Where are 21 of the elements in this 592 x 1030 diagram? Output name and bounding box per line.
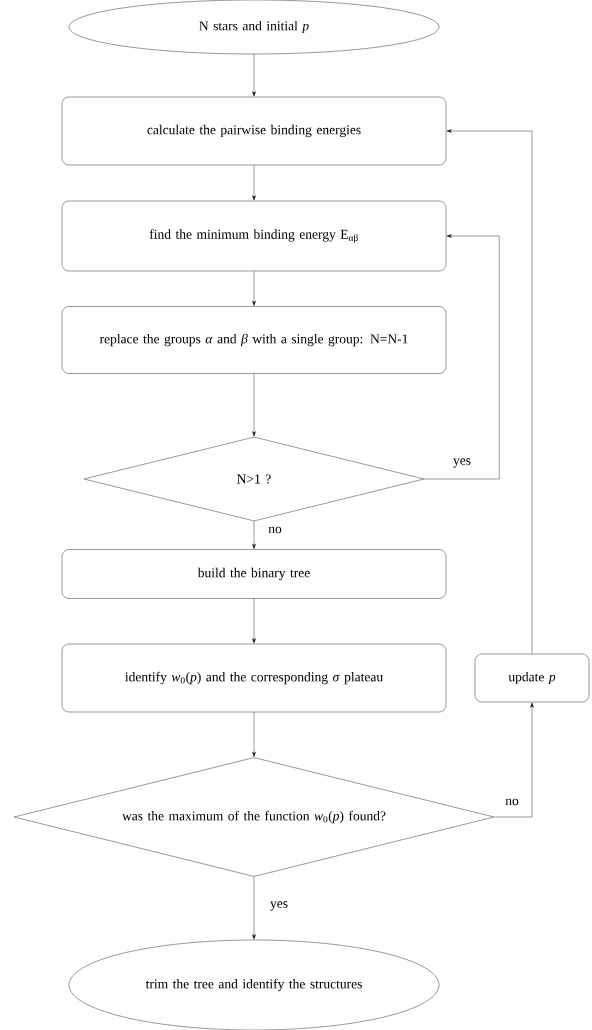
process-box: replace the groups α and β with a single group: N=N-1 <box>61 306 447 374</box>
process-box: identify w$_{0}$(p) and the corresponding σ plateau <box>61 643 447 713</box>
arrow <box>252 54 256 97</box>
process-box: find the minimum binding energy E$_{αβ}$ <box>61 200 447 272</box>
arrow <box>252 521 256 549</box>
edge-label: yes <box>452 457 472 469</box>
arrow <box>252 165 256 201</box>
edge-label: no <box>267 525 283 535</box>
arrow <box>424 234 500 480</box>
arrow <box>252 373 256 437</box>
process-box: calculate the pairwise binding energies <box>61 96 447 166</box>
process-box: update p <box>474 653 590 703</box>
arrow <box>252 712 256 757</box>
process-box: build the binary tree <box>61 549 447 599</box>
arrow <box>252 271 256 306</box>
arrow <box>252 876 256 940</box>
arrow <box>252 598 256 644</box>
arrow <box>446 129 533 654</box>
edge-label: no <box>504 797 520 807</box>
arrow <box>494 702 534 818</box>
edge-label: yes <box>269 900 289 912</box>
